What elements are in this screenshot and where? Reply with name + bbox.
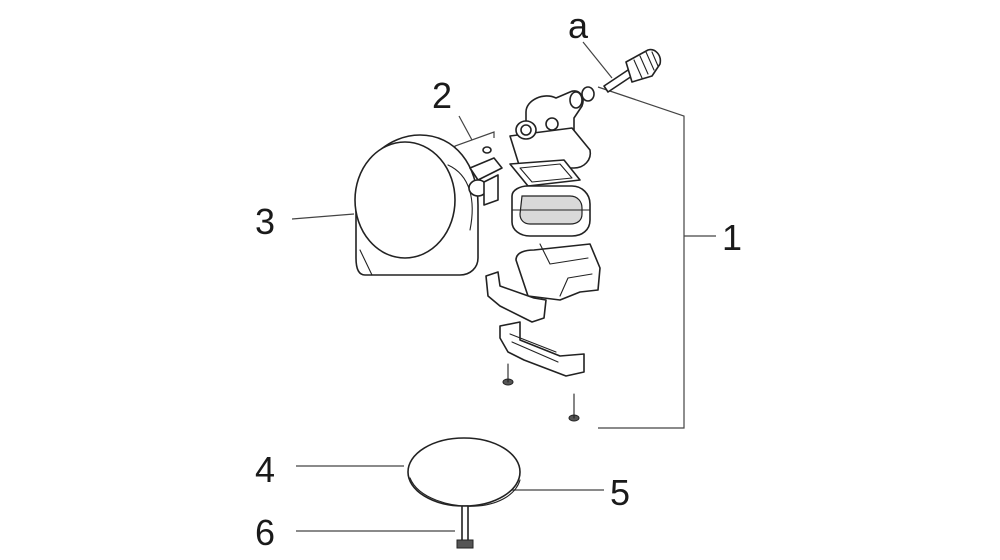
gasket-part xyxy=(509,159,581,187)
leader-bracket-1 xyxy=(597,86,685,429)
cover-housing-part xyxy=(354,134,479,276)
mounting-bracket-part xyxy=(499,321,585,377)
leader-line-2 xyxy=(458,115,473,141)
label-4: 4 xyxy=(255,449,275,490)
drain-stem-part xyxy=(456,505,474,549)
o-ring-part xyxy=(581,86,595,102)
seal-block-part xyxy=(511,185,591,237)
label-5: 5 xyxy=(610,472,630,513)
leader-line-a xyxy=(582,41,613,79)
valve-body-part xyxy=(509,90,592,169)
cartridge-housing-part xyxy=(515,243,601,301)
spindle-key-part xyxy=(603,48,662,93)
lower-gasket-part xyxy=(485,271,547,323)
screw-part xyxy=(502,363,514,386)
drain-cap-part xyxy=(407,437,521,507)
screw-part xyxy=(568,393,580,422)
label-3: 3 xyxy=(255,201,275,242)
label-a: a xyxy=(568,5,589,46)
label-2: 2 xyxy=(432,75,452,116)
label-1: 1 xyxy=(722,217,742,258)
leader-line-3 xyxy=(291,213,355,220)
valve-insert-part xyxy=(468,146,503,206)
label-6: 6 xyxy=(255,512,275,553)
